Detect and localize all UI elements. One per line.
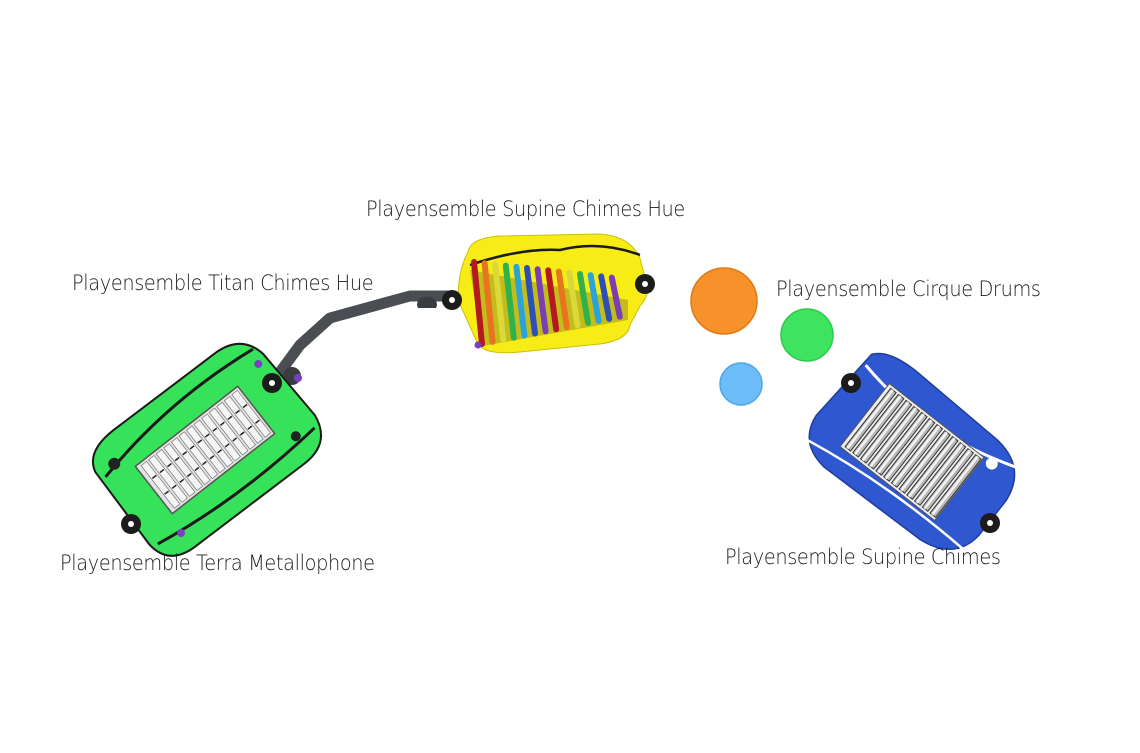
metallophone-bar [148, 454, 188, 503]
metallophone-bar [155, 449, 196, 497]
label-supine-chimes-hue: Playensemble Supine Chimes Hue [366, 197, 685, 221]
chime-bar [598, 273, 613, 322]
metallophone-bar [178, 431, 219, 480]
chime-bar [608, 274, 623, 320]
chime-bar [566, 269, 581, 329]
chime-bar [524, 265, 538, 337]
metallophone-bar [216, 401, 256, 450]
metallophone-bar [140, 460, 181, 509]
metallophone-bar [185, 425, 226, 474]
metallophone-bar [223, 395, 264, 444]
chime-bar [555, 268, 570, 331]
chime-bar [513, 263, 528, 339]
chime-bar [577, 271, 591, 326]
metallophone-bar [163, 443, 204, 491]
terra-metallophone-panel [91, 342, 323, 557]
label-terra-metallophone: Playensemble Terra Metallophone [60, 551, 375, 575]
metallophone-bar [193, 419, 234, 468]
chime-bar [492, 261, 507, 343]
metallophone-bar [208, 407, 249, 456]
chime-bar [545, 267, 560, 333]
label-titan-chimes-hue: Playensemble Titan Chimes Hue [72, 271, 374, 295]
supine-chimes-panel [806, 352, 1026, 551]
metallophone-bar [201, 413, 241, 462]
chime-bar [502, 262, 517, 341]
chime-bar [534, 266, 549, 335]
supine-chimes-hue-panel [457, 233, 649, 354]
label-supine-chimes: Playensemble Supine Chimes [725, 545, 1001, 569]
chime-bar [587, 272, 602, 324]
chime-bar [471, 259, 485, 347]
chime-bar [481, 260, 496, 345]
titan-chimes-rail [266, 290, 454, 389]
drum-green [780, 308, 834, 362]
metallophone-bar [231, 389, 272, 438]
label-cirque-drums: Playensemble Cirque Drums [776, 277, 1041, 301]
cirque-drums [690, 267, 834, 406]
drum-orange [690, 267, 758, 335]
drum-blue [719, 362, 763, 406]
metallophone-bar [170, 437, 211, 486]
rail-clamp-icon [417, 296, 437, 308]
